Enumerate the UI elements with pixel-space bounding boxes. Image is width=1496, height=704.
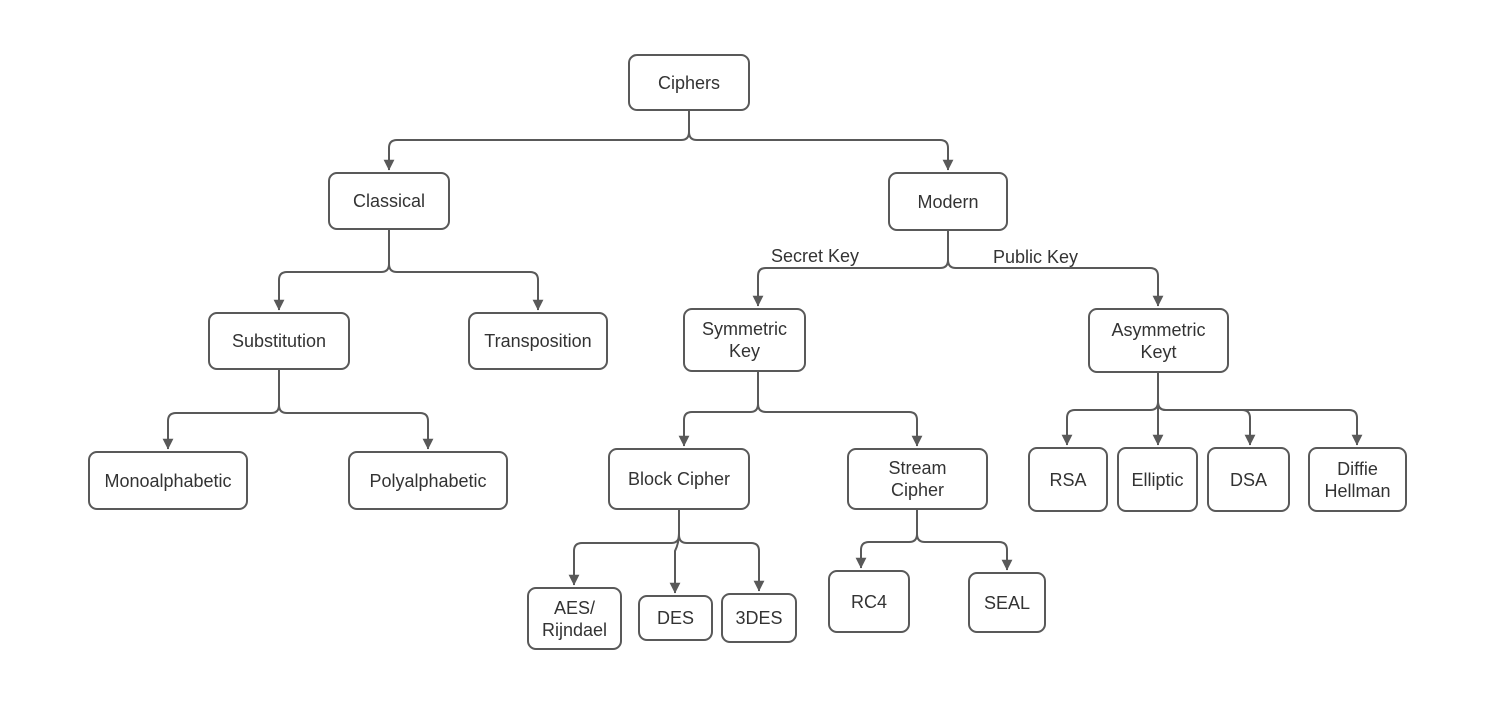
node-stream-cipher: Stream Cipher [847, 448, 988, 510]
edge-modern-symmetric-key [752, 231, 949, 307]
edge-substitution-polyalphabetic [278, 370, 434, 450]
node-modern: Modern [888, 172, 1008, 231]
node-substitution: Substitution [208, 312, 350, 370]
node-transposition: Transposition [468, 312, 608, 370]
edge-symmetric-stream-cipher [757, 372, 923, 447]
edge-asymmetric-diffie-hellman [1157, 373, 1363, 446]
edge-stream-rc4 [855, 510, 918, 569]
node-seal: SEAL [968, 572, 1046, 633]
edge-block-3des [678, 510, 765, 592]
node-des: DES [638, 595, 713, 641]
node-block-cipher: Block Cipher [608, 448, 750, 510]
node-3des: 3DES [721, 593, 797, 643]
node-symmetric-key: Symmetric Key [683, 308, 806, 372]
node-asymmetric-key: Asymmetric Keyt [1088, 308, 1229, 373]
node-monoalphabetic: Monoalphabetic [88, 451, 248, 510]
node-dsa: DSA [1207, 447, 1290, 512]
edge-label-secret-key: Secret Key [771, 246, 860, 266]
node-ciphers: Ciphers [628, 54, 750, 111]
edge-ciphers-classical [383, 111, 690, 171]
edge-classical-substitution [273, 230, 390, 311]
node-rsa: RSA [1028, 447, 1108, 512]
edge-block-aes-rijndael [568, 510, 680, 586]
edge-substitution-monoalphabetic [162, 370, 280, 450]
edge-stream-seal [916, 510, 1013, 571]
edge-classical-transposition [388, 230, 544, 311]
node-polyalphabetic: Polyalphabetic [348, 451, 508, 510]
edge-modern-asymmetric-key [947, 231, 1164, 307]
node-classical: Classical [328, 172, 450, 230]
node-rc4: RC4 [828, 570, 910, 633]
node-aes-rijndael: AES/ Rijndael [527, 587, 622, 650]
node-elliptic: Elliptic [1117, 447, 1198, 512]
edge-ciphers-modern [688, 111, 954, 171]
edge-symmetric-block-cipher [678, 372, 759, 447]
node-diffie-hellman: Diffie Hellman [1308, 447, 1407, 512]
edge-label-public-key: Public Key [993, 247, 1079, 267]
edge-asymmetric-rsa [1061, 373, 1159, 446]
